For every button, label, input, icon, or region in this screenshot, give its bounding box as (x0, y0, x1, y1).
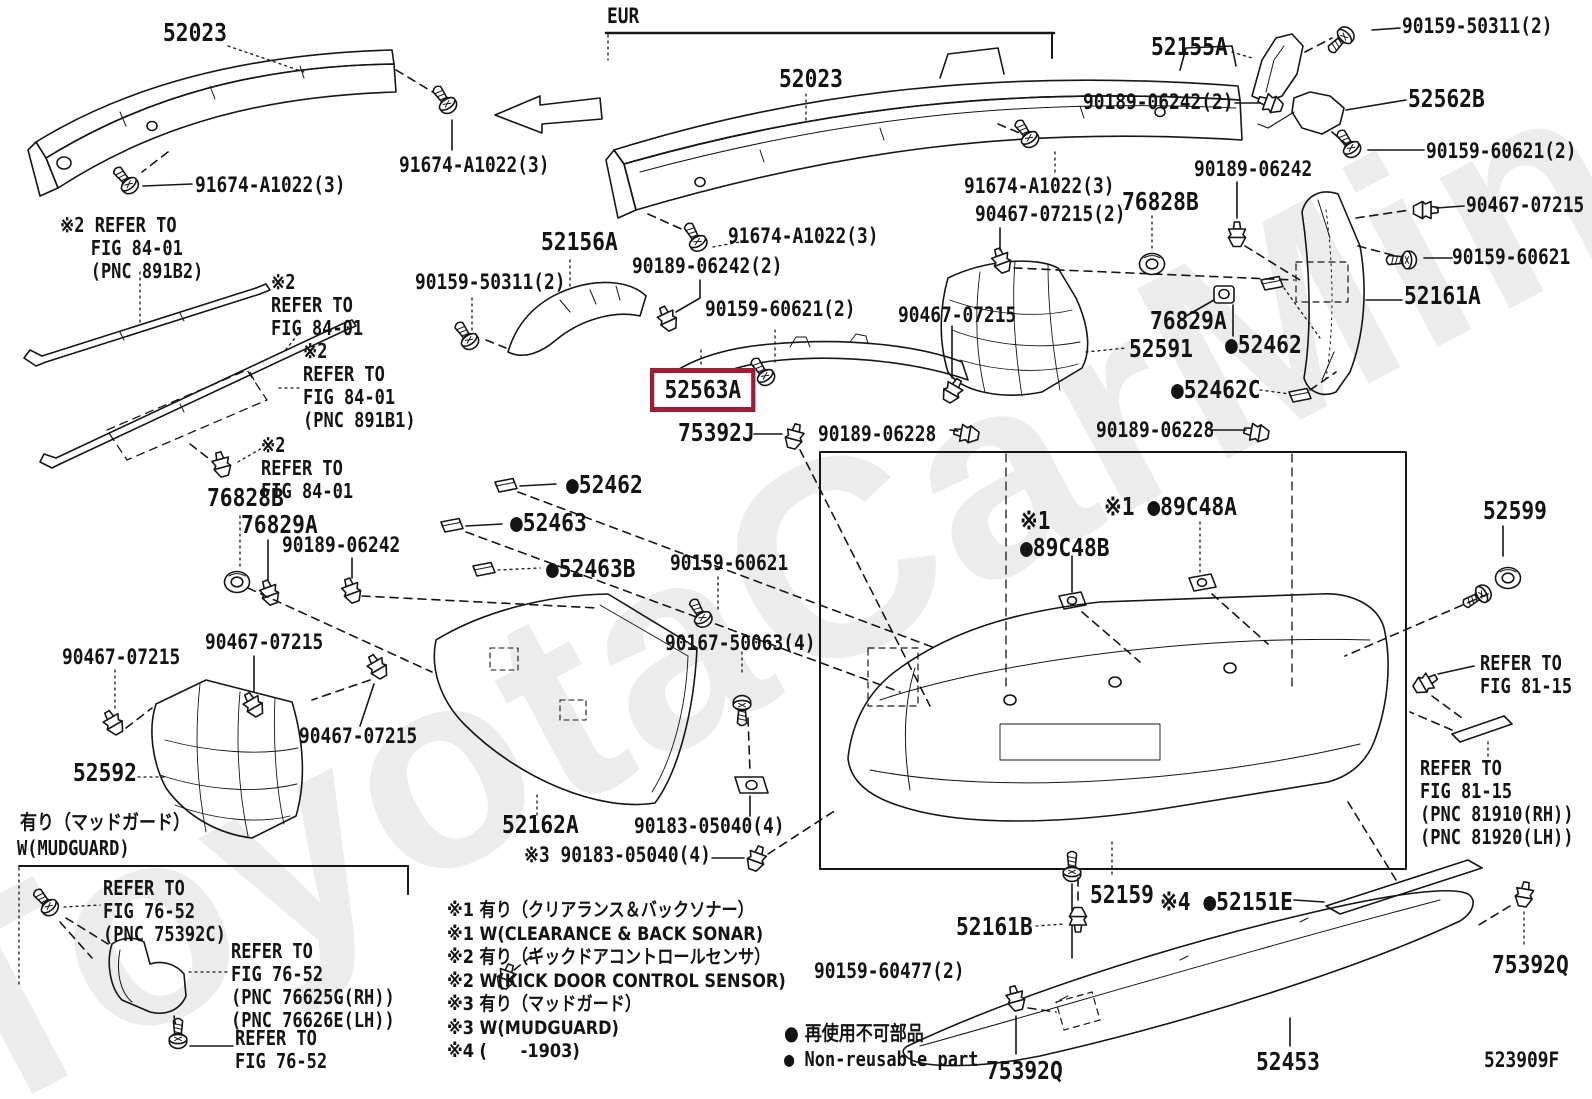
mudguard-section-frame (18, 865, 409, 985)
note-refer-fig76-52-pnc75392c: REFER TO FIG 76-52 (PNC 75392C) (103, 876, 226, 946)
part-90189-06228-label-left: 90189-06228 (818, 422, 937, 446)
part-89c48a-label: ※1 ●89C48A (1104, 492, 1237, 521)
part-90467-07215-label-qty2: 90467-07215(2) (975, 202, 1126, 226)
part-52162a-label: 52162A (502, 810, 579, 839)
part-90189-06242-label-left: 90189-06242 (282, 533, 401, 557)
part-90183-05040-label: 90183-05040(4) (634, 814, 785, 838)
part-90189-06242-label-topright: 90189-06242(2) (1083, 90, 1234, 114)
part-mudguard-flap (108, 937, 187, 1014)
part-76828b-label-left: 76828B (207, 483, 284, 512)
part-52023-reinforcement-left (27, 49, 397, 197)
part-91674-a1022-label-rightcenter: 91674-A1022(3) (964, 174, 1115, 198)
part-90183-05040-label-note3: ※3 90183-05040(4) (524, 843, 711, 867)
figure-code: 523909F (1484, 1048, 1560, 1072)
part-90467-07215-label-l1: 90467-07215 (62, 645, 181, 669)
strip-fig81-15-icon (1451, 715, 1513, 743)
legend-non-reusable-en: ● Non-reusable part (784, 1047, 979, 1071)
part-90159-60621-label-farright: 90159-60621 (1452, 245, 1571, 269)
part-76829a-label-right: 76829A (1150, 306, 1227, 335)
part-52591-support (940, 260, 1089, 397)
part-52155a-label: 52155A (1151, 32, 1228, 61)
legend-non-reusable-jp: ● 再使用不可部品 (784, 1021, 924, 1045)
part-52161a-side-support (1301, 191, 1365, 396)
part-52023-reinforcement-eur (605, 45, 1243, 219)
part-52023-label-eur: 52023 (779, 64, 843, 93)
note-refer-fig84-01-b: ※2 REFER TO FIG 84-01 (261, 433, 354, 503)
part-52563a-label-highlighted: 52563A (650, 368, 756, 412)
part-52159-label: 52159 (1090, 880, 1154, 909)
part-90189-06242-label-right: 90189-06242 (1194, 157, 1313, 181)
part-90159-50311-label-center: 90159-50311(2) (415, 270, 566, 294)
part-52462-label-center: ●52462 (566, 470, 643, 499)
part-52156a-label: 52156A (541, 227, 618, 256)
part-90467-07215-label-center: 90467-07215 (898, 303, 1017, 327)
part-90167-50063-label: 90167-50063(4) (665, 631, 816, 655)
part-52162a-spacer (433, 593, 698, 806)
part-52161a-label: 52161A (1404, 281, 1481, 310)
note-refer-fig84-01-pnc891b1: ※2 REFER TO FIG 84-01 (PNC 891B1) (303, 339, 416, 432)
part-90189-06228-label-right: 90189-06228 (1096, 418, 1215, 442)
note-refer-fig76-52-pnc76625: REFER TO FIG 76-52 (PNC 76625G(RH)) (PNC… (231, 939, 395, 1032)
part-90189-06242-label-center: 90189-06242(2) (632, 254, 783, 278)
part-52592-label: 52592 (73, 758, 137, 787)
bumper-assembly-box (819, 451, 1407, 870)
part-52591-label: 52591 (1129, 334, 1193, 363)
part-90467-07215-label-farright: 90467-07215 (1466, 193, 1585, 217)
part-52159-bumper-cover (847, 593, 1389, 822)
part-90159-60621-label-mid: 90159-60621 (670, 551, 789, 575)
footnotes-list: ※1 有り（クリアランス＆バックソナー） ※1 W(CLEARANCE & BA… (447, 899, 786, 1062)
part-52161b-label: 52161B (956, 912, 1033, 941)
part-52462c-label: ●52462C (1171, 375, 1261, 404)
part-52599-label: 52599 (1483, 496, 1547, 525)
direction-arrow-icon (494, 95, 603, 134)
region-tag-eur: EUR (607, 4, 640, 28)
part-91674-a1022-label-top: 91674-A1022(3) (399, 153, 550, 177)
part-52156a-bracket (507, 281, 647, 356)
note-refer-fig76-52-b: REFER TO FIG 76-52 (235, 1026, 328, 1073)
note-refer-fig84-01-a: ※2 REFER TO FIG 84-01 (271, 270, 364, 340)
part-90467-07215-label-l2: 90467-07215 (205, 630, 324, 654)
note-mudguard-jp: 有り（マッドガード） (20, 810, 190, 834)
part-75392q-label-right: 75392Q (1492, 950, 1569, 979)
note-refer-fig84-01-pnc891b2: ※2 REFER TO FIG 84-01 (PNC 891B2) (60, 213, 204, 283)
note-refer-fig81-15-b: REFER TO FIG 81-15 (PNC 81910(RH)) (PNC … (1420, 756, 1574, 849)
part-52562b-label: 52562B (1408, 84, 1485, 113)
part-90159-50311-label-topright: 90159-50311(2) (1402, 14, 1553, 38)
part-52151e-label: ※4 ●52151E (1160, 887, 1293, 916)
part-90159-60621-label-center: 90159-60621(2) (705, 297, 856, 321)
part-91674-a1022-label-left: 91674-A1022(3) (195, 173, 346, 197)
part-52463-label: ●52463 (510, 508, 587, 537)
part-52151e-moulding (1325, 859, 1483, 915)
part-76829a-label-left: 76829A (241, 510, 318, 539)
part-89c48b-label: ※1 ●89C48B (1020, 506, 1110, 562)
part-75392q-label-bottom: 75392Q (986, 1056, 1063, 1085)
part-90159-60621-label-topright: 90159-60621(2) (1426, 139, 1577, 163)
note-refer-fig81-15-a: REFER TO FIG 81-15 (1480, 651, 1573, 698)
part-76828b-label-right: 76828B (1122, 187, 1199, 216)
part-52462-label-right: ●52462 (1225, 330, 1302, 359)
part-52453-label: 52453 (1256, 1047, 1320, 1076)
part-91674-a1022-label-eur: 91674-A1022(3) (728, 224, 879, 248)
part-90159-60477-label: 90159-60477(2) (814, 959, 965, 983)
note-mudguard-en: W(MUDGUARD) (17, 836, 130, 860)
part-75392j-label: 75392J (678, 418, 755, 447)
part-52592-panel (151, 679, 304, 839)
harness-rail-a (23, 283, 271, 367)
part-52463b-label: ●52463B (546, 554, 636, 583)
part-52023-label-left: 52023 (163, 18, 227, 47)
eur-region-bracket (604, 31, 1056, 61)
part-52453-lower-cover (902, 890, 1474, 1067)
part-52562b-bracket (1257, 91, 1345, 135)
part-90467-07215-label-l3: 90467-07215 (299, 724, 418, 748)
clip-76829a-right-icon (1213, 285, 1235, 304)
